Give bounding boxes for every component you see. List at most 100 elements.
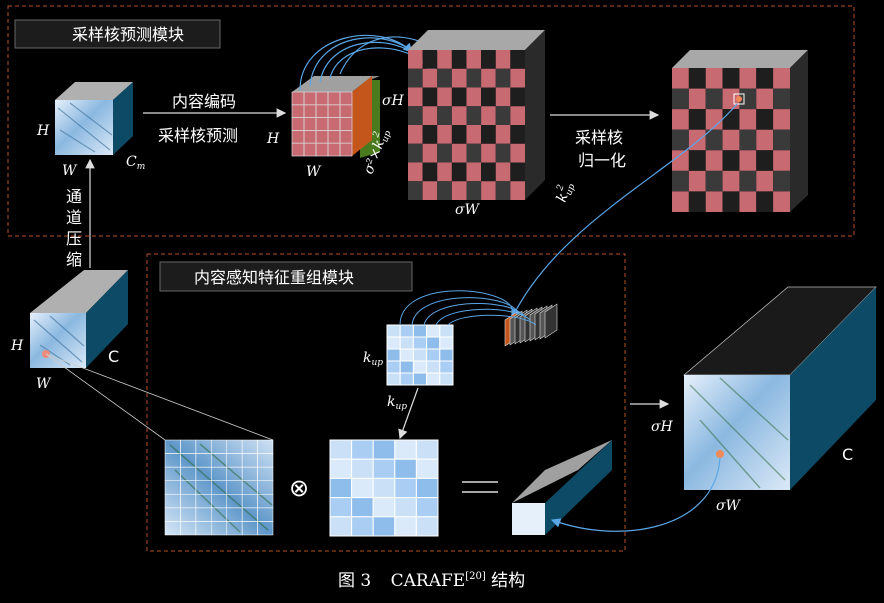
checker-cell bbox=[705, 109, 723, 130]
checker-cell bbox=[466, 143, 482, 163]
checker-cell bbox=[510, 143, 525, 163]
checker-cell bbox=[773, 170, 790, 192]
label-Cm: Cm bbox=[126, 154, 145, 172]
checker-cell bbox=[672, 129, 689, 151]
checker-cell bbox=[437, 162, 452, 182]
checker-cell bbox=[773, 150, 790, 171]
kernel-cell bbox=[426, 336, 441, 350]
checker-cell bbox=[408, 50, 423, 69]
kernel-prediction-title: 采样核预测模块 bbox=[72, 25, 184, 44]
checker-cell bbox=[688, 191, 706, 212]
checker-cell bbox=[773, 88, 790, 110]
checker-cell bbox=[408, 181, 423, 200]
checker-cell bbox=[495, 143, 511, 163]
label-W-kernel: W bbox=[306, 164, 322, 180]
reassembly-kernel bbox=[386, 324, 454, 386]
checker-cell bbox=[756, 191, 774, 212]
kernel-slice-stack bbox=[504, 303, 558, 347]
checker-cell bbox=[773, 68, 790, 89]
kernel-stack bbox=[291, 76, 380, 158]
checker-cell bbox=[422, 50, 438, 69]
channel-compress-1: 通 bbox=[66, 187, 82, 206]
reassembly-title-box bbox=[159, 261, 413, 292]
checker-cell bbox=[422, 162, 438, 182]
label-C-input: C bbox=[108, 347, 119, 366]
kernel-cell bbox=[415, 458, 439, 479]
checker-cell bbox=[481, 162, 496, 182]
checker-cell bbox=[495, 162, 511, 182]
checker-cell bbox=[466, 181, 482, 200]
label-sigmaH-output: σH bbox=[651, 419, 674, 435]
checker-cell bbox=[672, 191, 689, 212]
checker-cell bbox=[739, 68, 757, 89]
checker-cell bbox=[510, 50, 525, 69]
checker-cell bbox=[495, 68, 511, 88]
checker-cell bbox=[481, 87, 496, 107]
label-sigmaH-kernel: σH bbox=[382, 93, 405, 109]
checker-cell bbox=[756, 170, 774, 192]
kernel-norm-label-1: 采样核 bbox=[575, 128, 623, 147]
kernel-cell bbox=[399, 372, 414, 386]
checker-cell bbox=[688, 109, 706, 130]
checker-cell bbox=[756, 129, 774, 151]
kernel-slice bbox=[544, 303, 558, 339]
checker-cell bbox=[722, 129, 740, 151]
checker-cell bbox=[437, 181, 452, 200]
kernel-cell bbox=[386, 336, 401, 350]
checker-cell bbox=[481, 181, 496, 200]
kernel-cell bbox=[386, 360, 401, 374]
checker-cell bbox=[773, 109, 790, 130]
kernel-cell bbox=[372, 458, 396, 479]
checker-cell bbox=[672, 88, 689, 110]
kernel-prediction-label: 采样核预测 bbox=[158, 126, 238, 145]
kernel-cell bbox=[439, 372, 454, 386]
checker-cell bbox=[408, 162, 423, 182]
label-W-top: W bbox=[62, 163, 78, 179]
label-W-input: W bbox=[36, 376, 52, 392]
zoom-line-right bbox=[45, 353, 274, 441]
kernel-cell bbox=[394, 458, 417, 479]
kernel-cell bbox=[351, 516, 374, 537]
checker-cell bbox=[466, 106, 482, 125]
kernel-grid-cell bbox=[339, 142, 353, 157]
checker-cell bbox=[739, 170, 757, 192]
checker-cell bbox=[705, 88, 723, 110]
kernel-cell bbox=[415, 439, 439, 460]
kernel-prediction-section bbox=[7, 5, 855, 237]
checker-cell bbox=[408, 143, 423, 163]
checker-cell bbox=[672, 68, 689, 89]
checker-cell bbox=[773, 191, 790, 212]
checker-cell bbox=[510, 162, 525, 182]
checker-cell bbox=[408, 68, 423, 88]
kernel-cell bbox=[415, 477, 439, 499]
kernel-cell bbox=[372, 477, 396, 499]
checker-cell bbox=[739, 150, 757, 171]
checker-cell bbox=[722, 109, 740, 130]
checker-cell bbox=[739, 129, 757, 151]
checker-cell bbox=[672, 150, 689, 171]
kernel-cell bbox=[394, 477, 417, 499]
checker-cell bbox=[422, 68, 438, 88]
label-sigmaW-kernel: σW bbox=[455, 202, 481, 218]
checker-cell bbox=[705, 170, 723, 192]
kernel-cell bbox=[372, 439, 396, 460]
label-C-output: C bbox=[842, 445, 853, 464]
checker-cell bbox=[688, 68, 706, 89]
kernel-cell bbox=[394, 516, 417, 537]
kernel-reshape-arcs bbox=[399, 290, 537, 326]
checker-cell bbox=[451, 125, 467, 144]
otimes-symbol: ⊗ bbox=[289, 474, 309, 502]
reassembly-section bbox=[146, 253, 626, 552]
compressed-feature-cube bbox=[55, 82, 133, 155]
kernel-cell bbox=[386, 324, 401, 338]
kernel-cell bbox=[329, 458, 353, 479]
checker-cell bbox=[672, 170, 689, 192]
kernel-cell bbox=[386, 372, 401, 386]
checker-cell bbox=[481, 143, 496, 163]
kernel-cell bbox=[351, 477, 374, 499]
checker-cell bbox=[481, 68, 496, 88]
kernel-prediction-title-box bbox=[14, 19, 221, 49]
kernel-cell bbox=[426, 372, 441, 386]
checker-cell bbox=[422, 106, 438, 125]
